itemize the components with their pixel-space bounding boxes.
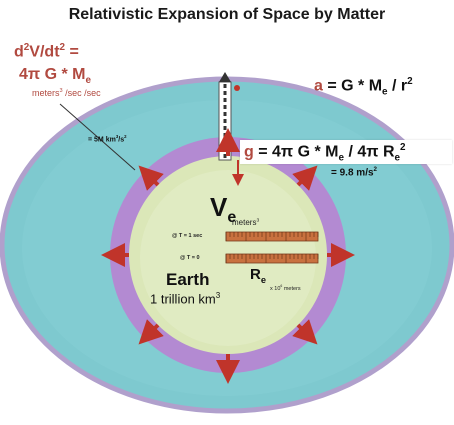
- gravity-value-sup: 2: [373, 166, 377, 173]
- volume-acceleration-formula: d2V/dt2 =: [14, 42, 79, 61]
- formula-line1-prefix: d: [14, 43, 24, 61]
- top-up-arrow: [219, 72, 231, 82]
- volume-units-sup: 3: [256, 218, 260, 224]
- formula-line1-mid: V/dt: [29, 43, 60, 61]
- radius-value-prefix: x 10: [270, 285, 281, 292]
- gravity-formula: g = 4π G * Me / 4π Re2: [244, 142, 406, 164]
- gravity-sub: e: [338, 152, 345, 164]
- gravity-sup: 2: [400, 142, 406, 153]
- acceleration-sub: e: [382, 86, 388, 98]
- gravity-var: g: [244, 143, 254, 161]
- earth-volume-sup: 3: [215, 291, 221, 300]
- outer-rate-label: = 5M km3/s2: [88, 134, 127, 143]
- outer-rate-sup: 3: [115, 134, 119, 139]
- acceleration-rest: / r: [387, 77, 408, 95]
- ruler-t0-ticks: [225, 254, 319, 263]
- gravity-eq: = 4π G * M: [253, 143, 339, 161]
- outer-rate-prefix: = 5M km: [88, 136, 116, 144]
- arrow-lower-left: [138, 319, 164, 345]
- acceleration-eq: = G * M: [322, 77, 383, 95]
- earth-volume: 1 trillion km3: [150, 291, 220, 306]
- gravity-sub2: e: [394, 152, 401, 164]
- radius-value-suffix: meters: [282, 285, 301, 292]
- acceleration-var: a: [314, 77, 323, 95]
- formula-line1-sup2: 2: [59, 42, 66, 53]
- volume-acceleration-formula-line2: 4π G * Me: [19, 66, 91, 86]
- gravity-formula-box: [240, 140, 452, 164]
- earth-name: Earth: [166, 270, 210, 289]
- outer-rate-sup2: 2: [124, 134, 127, 139]
- units-prefix: meters: [32, 88, 60, 98]
- formula-leader-line: [59, 103, 136, 171]
- outer-rim-marker: [234, 85, 240, 91]
- acceleration-formula: a = G * Me / r2: [314, 76, 413, 98]
- radius-symbol: Re: [250, 266, 266, 285]
- diagram-title: Relativistic Expansion of Space by Matte…: [68, 6, 386, 23]
- arrow-lower-right: [292, 319, 318, 345]
- formula-line1-suffix: =: [65, 43, 79, 61]
- gravity-value-prefix: = 9.8 m/s: [331, 167, 374, 179]
- volume-symbol: Ve: [210, 192, 236, 227]
- ruler-t1: [225, 231, 319, 242]
- gravity-value: = 9.8 m/s2: [331, 166, 377, 178]
- gravity-rest: / 4π R: [344, 143, 395, 161]
- volume-units-prefix: meters: [232, 218, 257, 227]
- volume-symbol-sub: e: [227, 209, 237, 227]
- earth-volume-prefix: 1 trillion km: [150, 291, 216, 307]
- ruler-label-t1: @ T = 1 sec: [172, 233, 203, 239]
- units-suffix: /sec /sec: [62, 88, 101, 98]
- outer-rate-mid: /s: [118, 136, 125, 144]
- radius-value-sup: 6: [280, 284, 283, 288]
- units-sup: 3: [59, 88, 63, 94]
- formula-line2-sub: e: [85, 75, 91, 87]
- volume-acceleration-units: meters3 /sec /sec: [32, 88, 101, 98]
- ruler-t0: [225, 253, 319, 264]
- radius-value: x 106 meters: [270, 284, 301, 292]
- formula-line2-text: 4π G * M: [19, 66, 86, 83]
- radius-symbol-main: R: [250, 266, 261, 283]
- formula-line1-sup: 2: [23, 42, 30, 53]
- volume-symbol-main: V: [210, 192, 228, 222]
- radius-symbol-sub: e: [260, 275, 267, 285]
- volume-units: meters3: [232, 218, 259, 227]
- acceleration-sup: 2: [407, 76, 413, 87]
- ruler-label-t0: @ T = 0: [180, 255, 200, 261]
- ruler-t1-ticks: [225, 232, 319, 241]
- arrow-upper-left: [138, 165, 164, 191]
- arrow-upper-right: [292, 165, 318, 191]
